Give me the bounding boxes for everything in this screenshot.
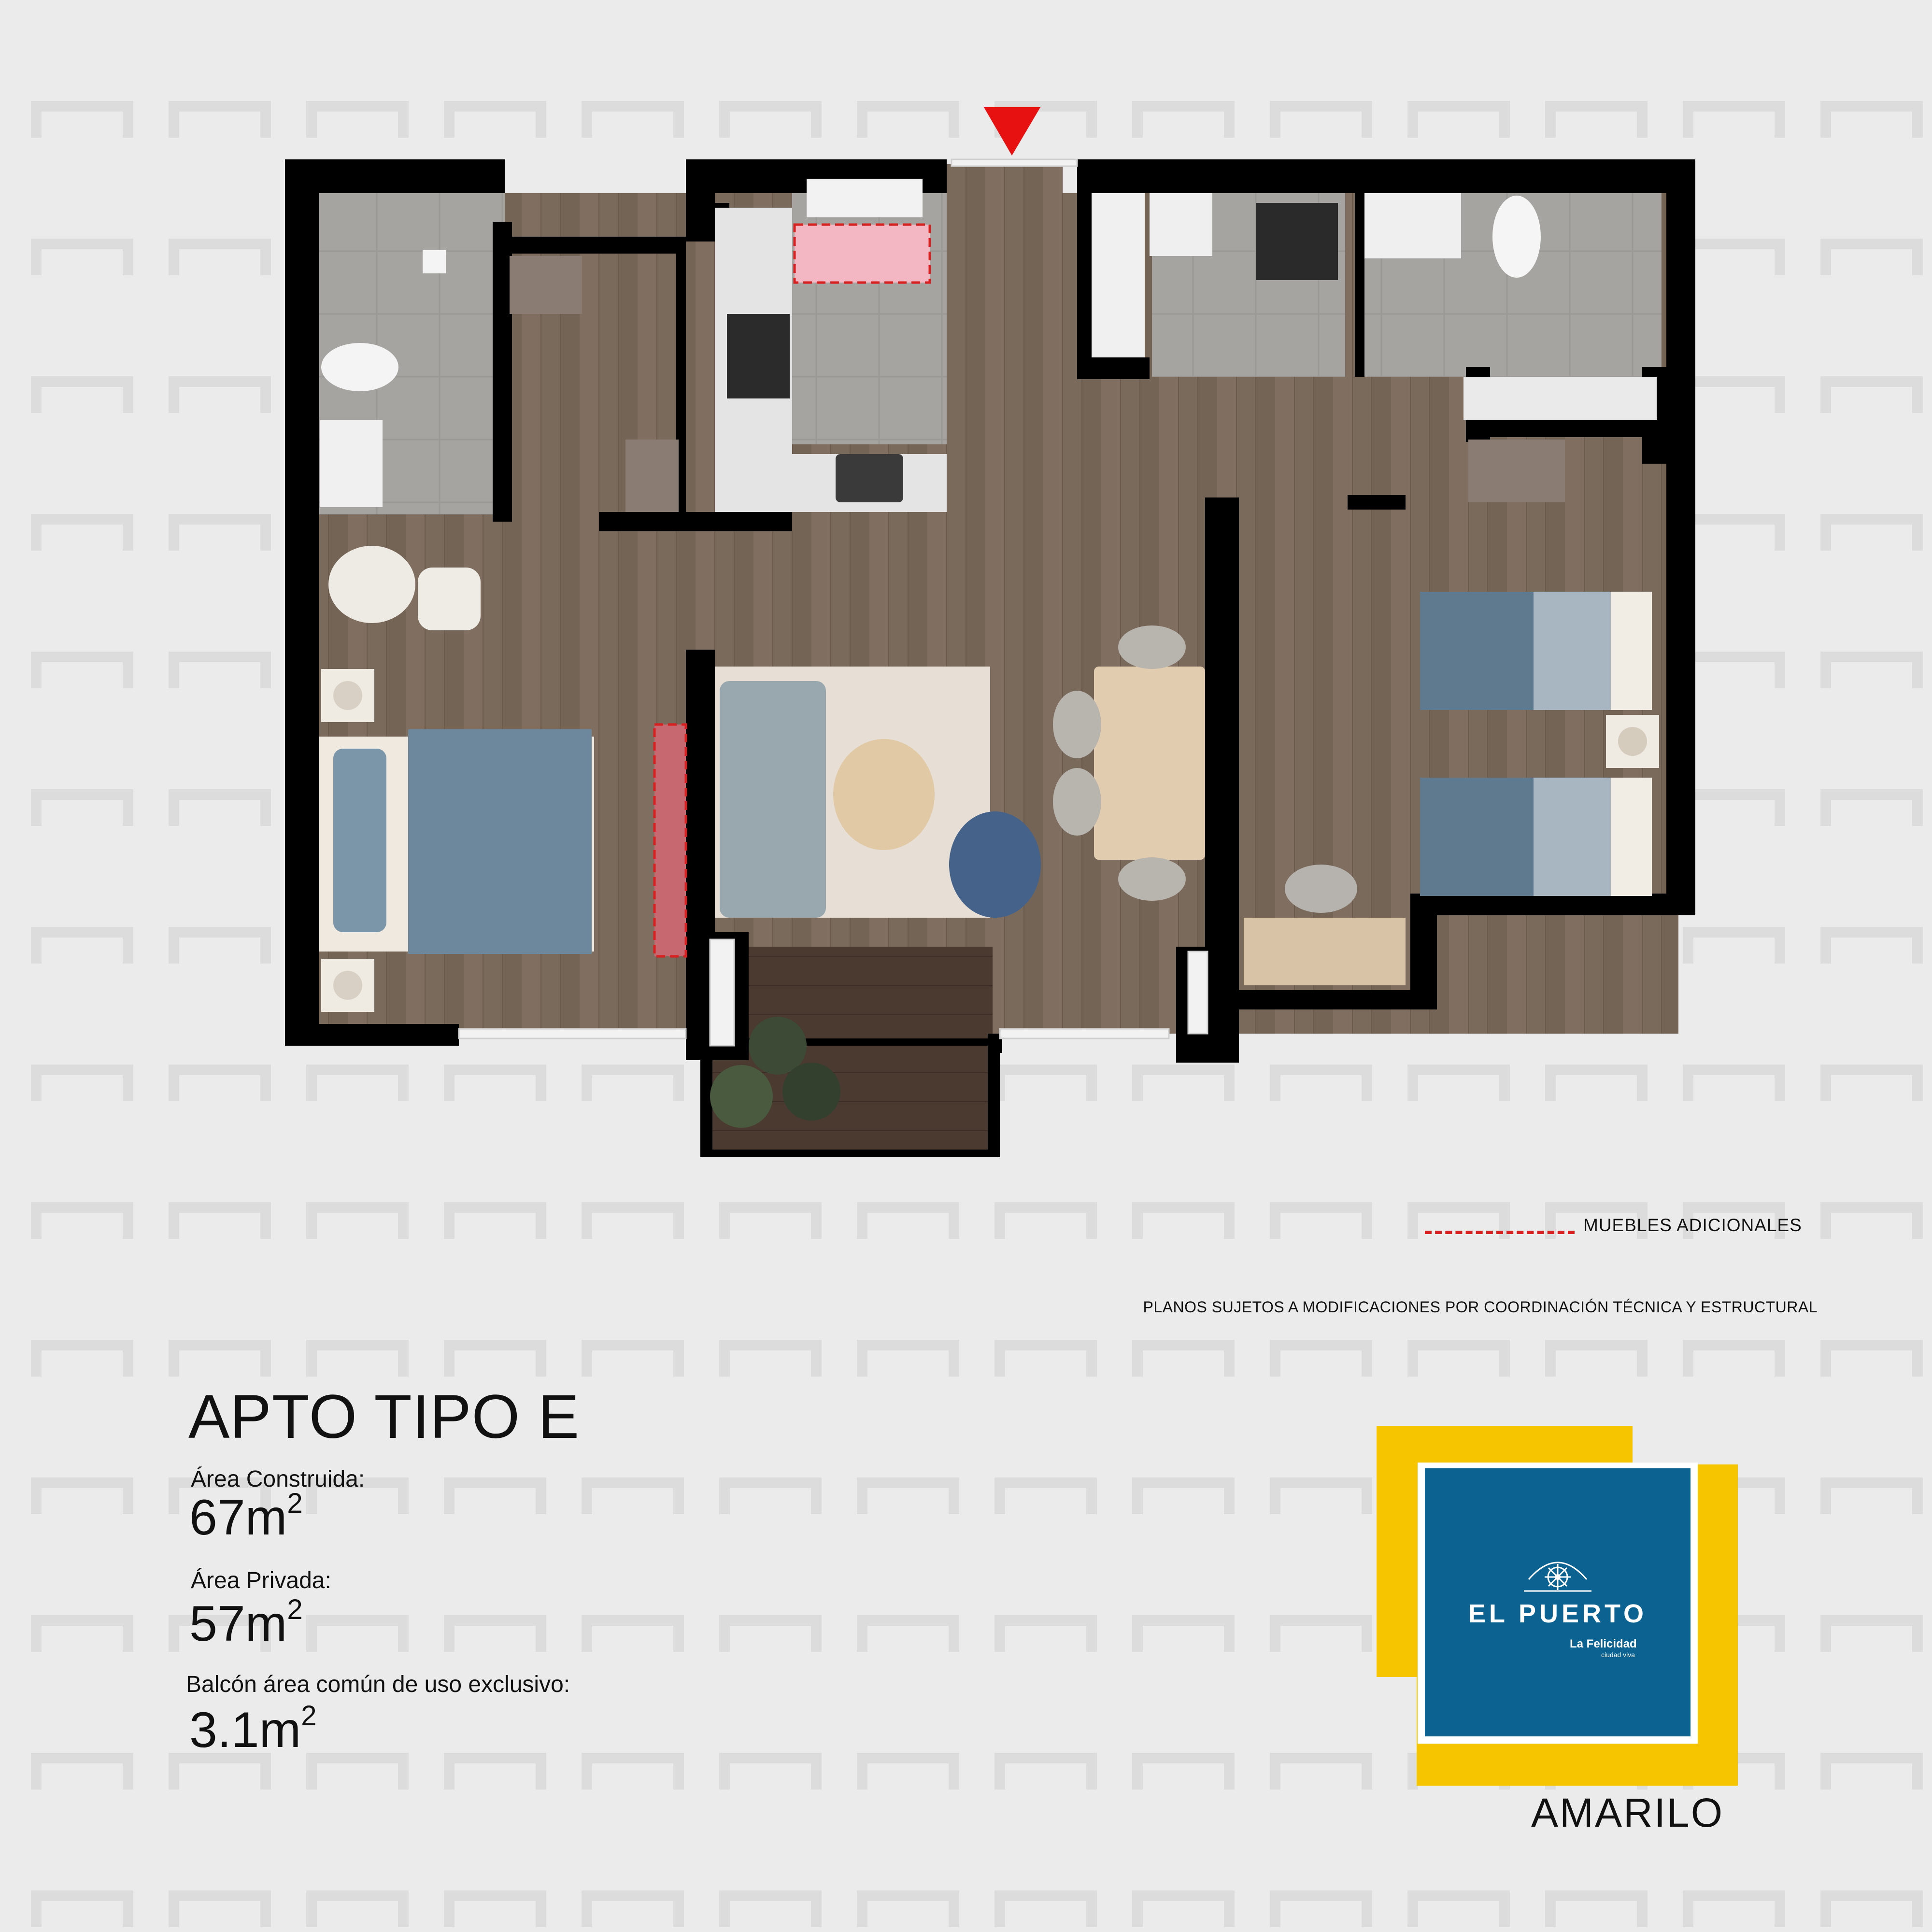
plant xyxy=(749,1017,807,1075)
legend-label: MUEBLES ADICIONALES xyxy=(1583,1215,1802,1235)
toilet xyxy=(321,343,398,391)
logo-sub: ciudad viva xyxy=(1601,1651,1635,1659)
area-construida-label: Área Construida: xyxy=(191,1466,365,1492)
lounge-chair xyxy=(949,811,1041,918)
page-title: APTO TIPO E xyxy=(188,1382,580,1451)
area-balcon-value: 3.1m2 xyxy=(189,1700,317,1758)
armchair xyxy=(328,546,415,623)
entry-arrow xyxy=(984,107,1040,156)
floor-kitchen xyxy=(792,174,947,444)
coffee-table xyxy=(833,739,935,850)
stove xyxy=(727,314,790,398)
ship-wheel-icon xyxy=(1524,1562,1591,1592)
dining-table xyxy=(1094,667,1205,860)
additional-furniture-fridge xyxy=(793,223,931,284)
el-puerto-logo: EL PUERTO La Felicidad ciudad viva xyxy=(1425,1468,1690,1736)
disclaimer-note: PLANOS SUJETOS A MODIFICACIONES POR COOR… xyxy=(1143,1298,1818,1316)
logo-name: EL PUERTO xyxy=(1468,1599,1648,1628)
desk xyxy=(1244,918,1406,985)
area-privada-label: Área Privada: xyxy=(191,1568,331,1593)
floor-plan xyxy=(285,107,1695,1157)
additional-furniture-tv xyxy=(653,723,687,958)
area-balcon-label: Balcón área común de uso exclusivo: xyxy=(186,1672,570,1697)
plant xyxy=(710,1065,773,1128)
sofa xyxy=(720,681,826,918)
legend-dashed-line xyxy=(1425,1231,1575,1234)
kitchen-sink xyxy=(836,454,903,502)
washer xyxy=(1256,203,1338,280)
sink xyxy=(320,420,383,507)
floor-wood-hall xyxy=(947,164,1063,502)
ottoman xyxy=(418,568,481,630)
plant xyxy=(782,1063,840,1121)
logo-tagline: La Felicidad xyxy=(1570,1637,1637,1650)
desk-chair xyxy=(1285,865,1357,913)
area-privada-value: 57m2 xyxy=(189,1594,303,1652)
brand-amarilo: AMARILO xyxy=(1531,1790,1724,1835)
area-construida-value: 67m2 xyxy=(189,1488,303,1546)
toilet xyxy=(1492,196,1541,278)
